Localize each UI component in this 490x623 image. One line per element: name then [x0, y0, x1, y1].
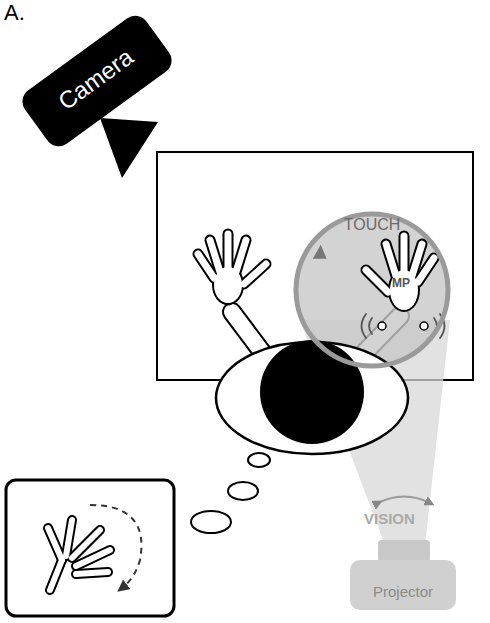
touch-circle: TOUCH MP [294, 212, 450, 368]
projector-lens [378, 540, 430, 562]
camera-body [100, 118, 158, 178]
projector-label: Projector [350, 583, 456, 600]
person-head [260, 340, 364, 444]
vision-label: VISION [364, 510, 415, 527]
touch-area [296, 214, 448, 366]
projector-box: Projector [350, 560, 456, 610]
camera-box: Camera [17, 10, 177, 152]
vision-arrow [378, 497, 430, 504]
camera-label: Camera [27, 24, 165, 135]
mp-label: MP [386, 276, 416, 290]
thought-bubbles [191, 453, 270, 533]
touch-label: TOUCH [294, 216, 450, 234]
inset-hand [48, 520, 110, 590]
circle-outline [294, 212, 450, 368]
right-hand [362, 236, 445, 338]
rotation-arrow [90, 505, 141, 588]
panel-letter: A. [4, 0, 25, 26]
left-hand [198, 234, 266, 305]
inset-box [6, 480, 174, 616]
